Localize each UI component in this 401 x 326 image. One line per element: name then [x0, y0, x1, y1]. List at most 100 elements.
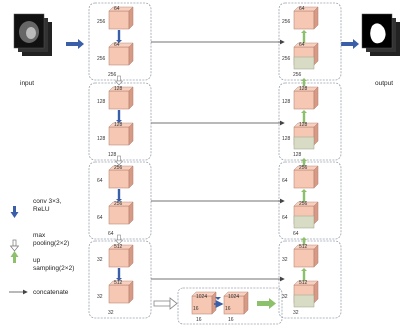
bottleneck-a-top: 1024 — [196, 294, 208, 300]
encoder-level3-bottom: 64 — [108, 231, 114, 237]
encoder-level4-bottom: 32 — [108, 310, 114, 316]
encoder-frame-4 — [88, 240, 152, 319]
encoder-level4-side-a: 32 — [97, 257, 103, 263]
up-arrow-right — [257, 298, 276, 309]
encoder-level2-side-a: 128 — [97, 99, 106, 105]
decoder-level3-mid: 256 — [299, 201, 308, 207]
encoder-level2-mid: 128 — [114, 122, 123, 128]
input-image-stack — [13, 13, 52, 56]
decoder-frame-3 — [278, 161, 342, 240]
encoder-level4-top: 512 — [114, 244, 123, 250]
bottleneck-b-bottom: 16 — [228, 317, 234, 323]
decoder-frame-1 — [278, 2, 342, 81]
encoder-conv-arrow-2 — [116, 110, 122, 123]
legend-upsample-text: up sampling(2×2) — [33, 257, 75, 273]
pool-arrow-2 — [114, 155, 124, 166]
decoder-up-arrow-2 — [301, 110, 307, 123]
pool-arrow-right — [153, 297, 178, 310]
bottleneck-a-side: 16 — [193, 306, 199, 312]
decoder-between-up-arrow-1 — [301, 78, 307, 86]
legend-maxpool-text: max pooling(2×2) — [33, 232, 70, 248]
decoder-level3-side-a: 64 — [282, 178, 288, 184]
decoder-level2-mid: 128 — [299, 122, 308, 128]
decoder-concat-block-1 — [293, 56, 315, 70]
encoder-block-3b — [108, 201, 134, 225]
decoder-level4-bottom: 32 — [293, 310, 299, 316]
encoder-block-4b — [108, 280, 134, 304]
bottleneck-arrows — [153, 297, 276, 310]
feature-blocks — [108, 6, 319, 315]
decoder-level3-side-b: 64 — [282, 215, 288, 221]
encoder-block-4a — [108, 244, 134, 268]
encoder-conv-arrow-3 — [116, 189, 122, 202]
decoder-level1-side-a: 256 — [282, 19, 291, 25]
decoder-level4-top: 512 — [299, 244, 308, 250]
decoder-between-up-arrow-2 — [301, 158, 307, 166]
decoder-block-4a — [293, 244, 319, 268]
encoder-level1-top: 64 — [114, 6, 120, 12]
legend-up-icon — [10, 251, 19, 263]
decoder-level1-side-b: 256 — [282, 56, 291, 62]
encoder-conv-arrow-1 — [116, 30, 122, 43]
decoder-level4-side-b: 32 — [282, 294, 288, 300]
decoder-level4-side-a: 32 — [282, 257, 288, 263]
encoder-level2-bottom: 128 — [108, 152, 117, 158]
encoder-block-3a — [108, 165, 134, 189]
decoder-block-2a — [293, 86, 319, 110]
encoder-level4-mid: 512 — [114, 280, 123, 286]
encoder-level3-side-b: 64 — [97, 215, 103, 221]
decoder-level3-bottom: 64 — [293, 231, 299, 237]
pool-arrow-3 — [114, 234, 124, 245]
bottleneck-b-top: 1024 — [228, 294, 240, 300]
encoder-level2-side-b: 128 — [97, 136, 106, 142]
concatenate-arrows — [151, 39, 285, 282]
decoder-level1-bottom: 256 — [293, 72, 302, 78]
decoder-level1-top: 64 — [299, 6, 305, 12]
encoder-block-1b — [108, 42, 134, 66]
pool-arrow-1 — [114, 75, 124, 86]
decoder-level2-bottom: 128 — [293, 152, 302, 158]
decoder-between-up-arrow-3 — [301, 237, 307, 245]
encoder-level4-side-b: 32 — [97, 294, 103, 300]
bottleneck-block-a — [191, 291, 217, 315]
encoder-level3-mid: 256 — [114, 201, 123, 207]
decoder-concat-block-4 — [293, 294, 315, 308]
encoder-level1-mid: 64 — [114, 42, 120, 48]
decoder-level2-side-a: 128 — [282, 99, 291, 105]
decoder-up-arrow-4 — [301, 268, 307, 281]
input-label: input — [20, 80, 35, 87]
encoder-level3-side-a: 64 — [97, 178, 103, 184]
decoder-up-arrow-3 — [301, 189, 307, 202]
decoder-level3-top: 256 — [299, 165, 308, 171]
legend-conv-icon — [10, 206, 19, 218]
output-arrow — [341, 39, 359, 49]
decoder-frame-4 — [278, 240, 342, 319]
bottleneck-b-side: 16 — [225, 306, 231, 312]
encoder-conv-arrow-4 — [116, 268, 122, 281]
decoder-concat-block-3 — [293, 215, 315, 229]
encoder-level2-top: 128 — [114, 86, 123, 92]
decoder-block-1a — [293, 6, 319, 30]
decoder-frame-2 — [278, 82, 342, 161]
bottleneck-dummy — [215, 297, 221, 300]
decoder-level4-mid: 512 — [299, 280, 308, 286]
bottleneck-a-bottom: 16 — [196, 317, 202, 323]
encoder-block-2a — [108, 86, 134, 110]
encoder-block-2b — [108, 122, 134, 146]
bottleneck-block-b — [223, 291, 249, 315]
decoder-block-3a — [293, 165, 319, 189]
input-arrow — [66, 39, 84, 49]
legend-icons — [9, 206, 28, 295]
bottleneck-frame — [177, 287, 283, 325]
encoder-level1-bottom: 256 — [108, 72, 117, 78]
decoder-level2-top: 128 — [299, 86, 308, 92]
decoder-level1-mid: 64 — [299, 42, 305, 48]
decoder-concat-block-2 — [293, 136, 315, 150]
legend-conv-text: conv 3×3, ReLU — [33, 198, 62, 214]
encoder-level3-top: 256 — [114, 165, 123, 171]
encoder-level1-side-a: 256 — [97, 19, 106, 25]
legend-concat-text: concatenate — [33, 289, 69, 296]
output-image-stack — [361, 13, 400, 56]
encoder-block-1a — [108, 6, 134, 30]
